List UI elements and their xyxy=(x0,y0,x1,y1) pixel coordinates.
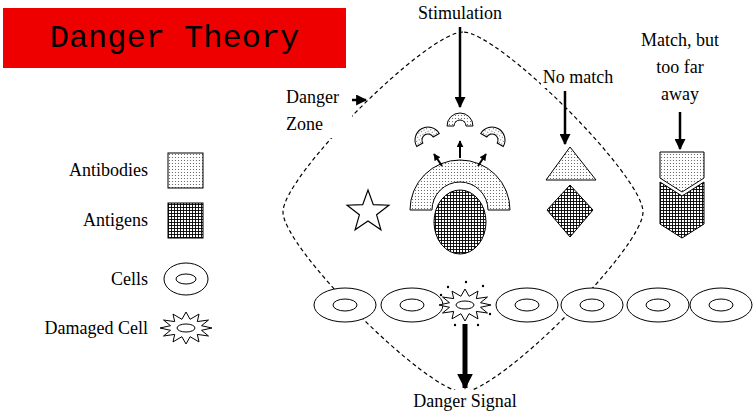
legend-label: Damaged Cell xyxy=(8,317,148,339)
antigen-swatch xyxy=(168,203,203,238)
far-match-arrow xyxy=(679,112,682,149)
release-arrow xyxy=(459,141,461,158)
damaged-cell-swatch xyxy=(160,312,212,344)
star-antigen xyxy=(347,190,389,230)
stimulation-arrow xyxy=(459,27,462,107)
stimulated-antibody xyxy=(410,160,510,210)
legend-label: Cells xyxy=(8,268,148,290)
debris-dots xyxy=(440,281,491,326)
title-banner: Danger Theory xyxy=(3,8,346,68)
far-antigen xyxy=(660,182,704,238)
danger-zone-outline xyxy=(283,32,643,392)
annotation-label: Danger Zone xyxy=(284,84,352,138)
released-antibody xyxy=(481,122,510,146)
no-match-arrow xyxy=(564,91,567,144)
release-arrow xyxy=(478,154,486,166)
annotation-label: Stimulation xyxy=(416,2,504,24)
released-antibody xyxy=(447,113,473,126)
cell-swatch xyxy=(164,263,208,295)
bound-antigen xyxy=(434,190,486,254)
annotation-label: Match, but too far away xyxy=(636,27,724,108)
triangle-antibody xyxy=(546,147,596,180)
diamond-antigen xyxy=(547,185,593,237)
release-arrow xyxy=(434,154,442,166)
title-text: Danger Theory xyxy=(50,20,300,57)
legend-label: Antigens xyxy=(8,209,148,231)
danger-signal-arrow xyxy=(463,324,468,388)
legend-label: Antibodies xyxy=(8,159,148,181)
released-antibody xyxy=(410,122,439,146)
antibody-swatch xyxy=(168,153,203,188)
cell-row xyxy=(314,288,752,322)
damaged-cell xyxy=(439,289,491,321)
annotation-label: Danger Signal xyxy=(411,390,518,412)
annotation-label: No match xyxy=(541,66,615,88)
